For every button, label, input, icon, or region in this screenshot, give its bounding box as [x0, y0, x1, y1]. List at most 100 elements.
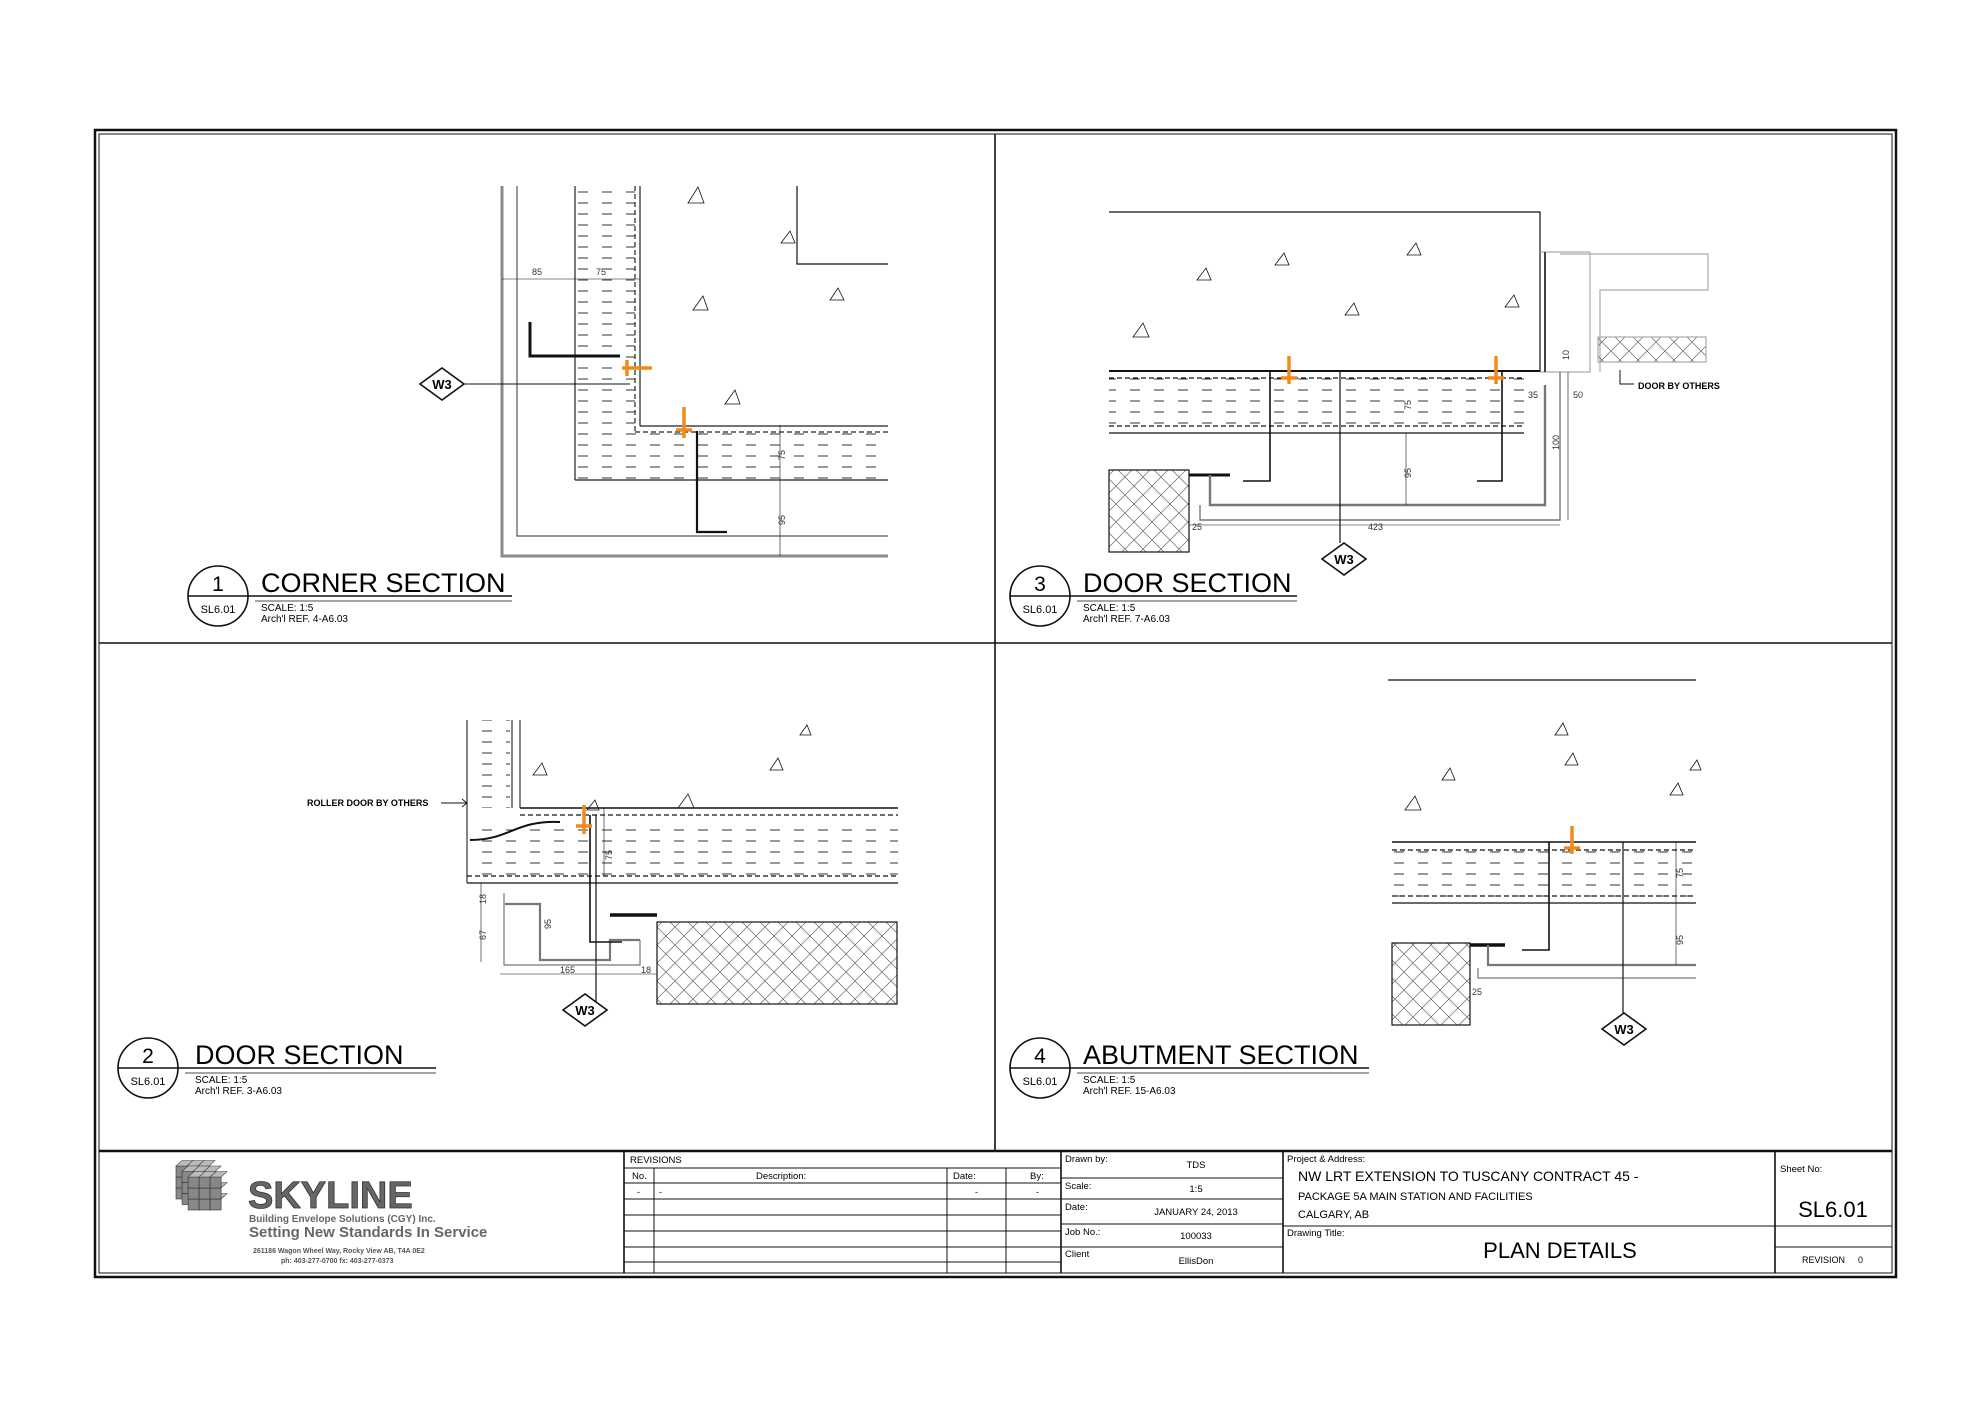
- date-label: Date:: [1065, 1202, 1088, 1213]
- revision-value: 0: [1858, 1255, 1863, 1265]
- scale-label: Scale:: [1065, 1181, 1091, 1192]
- detail-3-sheet-ref: SL6.01: [1023, 604, 1058, 616]
- drawing-title-label: Drawing Title:: [1287, 1228, 1345, 1239]
- revisions-row1-date: -: [975, 1187, 978, 1197]
- logo-cube-front: [187, 1187, 200, 1200]
- logo-cube-front: [209, 1176, 222, 1189]
- detail-1-dim-c: 75: [777, 450, 787, 460]
- revisions-row1-desc: -: [659, 1187, 662, 1197]
- detail-2-arch-ref: Arch'l REF. 3-A6.03: [195, 1086, 282, 1097]
- date-value: JANUARY 24, 2013: [1154, 1207, 1238, 1218]
- detail-2-tag-label: W3: [575, 1003, 595, 1018]
- detail-2-note: ROLLER DOOR BY OTHERS: [307, 798, 428, 808]
- detail-3-tag-label: W3: [1334, 552, 1354, 567]
- company-address: 261186 Wagon Wheel Way, Rocky View AB, T…: [253, 1248, 425, 1255]
- detail-1-drawing: [463, 186, 888, 558]
- detail-2-dim-a: 75: [604, 850, 614, 860]
- project-line-1: NW LRT EXTENSION TO TUSCANY CONTRACT 45 …: [1298, 1168, 1639, 1184]
- revisions-col-no: No.: [632, 1171, 647, 1182]
- detail-3-dim-b: 35: [1528, 390, 1538, 400]
- revisions-row1-by: -: [1036, 1187, 1039, 1197]
- logo-cube-front: [209, 1187, 222, 1200]
- client-label: Client: [1065, 1249, 1090, 1260]
- detail-1-tag: W3: [418, 367, 466, 401]
- revisions-col-date: Date:: [953, 1171, 976, 1182]
- revisions-heading: REVISIONS: [630, 1155, 682, 1166]
- detail-2-number: 2: [142, 1045, 154, 1068]
- detail-1-dim-d: 95: [777, 515, 787, 525]
- detail-3-dim-g: 25: [1192, 522, 1202, 532]
- detail-3-dim-e: 75: [1403, 400, 1413, 410]
- detail-1-title: CORNER SECTION: [261, 568, 506, 598]
- detail-4-tag: W3: [1600, 1012, 1648, 1046]
- detail-2-scale: SCALE: 1:5: [195, 1075, 248, 1086]
- project-label: Project & Address:: [1287, 1154, 1365, 1165]
- detail-1-dim-b: 75: [596, 267, 606, 277]
- client-value: EllisDon: [1179, 1256, 1214, 1267]
- detail-1-arch-ref: Arch'l REF. 4-A6.03: [261, 614, 348, 625]
- detail-1-dim-a: 85: [532, 267, 542, 277]
- company-name: SKYLINE: [248, 1175, 413, 1217]
- detail-3-number: 3: [1034, 573, 1046, 596]
- detail-3-dim-d: 100: [1551, 435, 1561, 450]
- detail-4-callout: 4 SL6.01 ABUTMENT SECTION SCALE: 1:5 Arc…: [1009, 1037, 1369, 1099]
- detail-1-scale: SCALE: 1:5: [261, 603, 314, 614]
- detail-1-callout: 1 SL6.01 CORNER SECTION SCALE: 1:5 Arch'…: [187, 565, 512, 627]
- detail-4-dim-a: 75: [1675, 868, 1685, 878]
- detail-4-number: 4: [1034, 1045, 1046, 1068]
- detail-2-dim-e: 165: [560, 965, 575, 975]
- revisions-col-desc: Description:: [756, 1171, 806, 1182]
- detail-3-callout: 3 SL6.01 DOOR SECTION SCALE: 1:5 Arch'l …: [1009, 565, 1297, 627]
- revision-label: REVISION: [1802, 1255, 1845, 1265]
- detail-2-callout: 2 SL6.01 DOOR SECTION SCALE: 1:5 Arch'l …: [117, 1037, 436, 1099]
- detail-3-note: DOOR BY OTHERS: [1638, 381, 1720, 391]
- detail-4-sheet-ref: SL6.01: [1023, 1076, 1058, 1088]
- detail-3-dim-a: 10: [1561, 350, 1571, 360]
- revisions-col-by: By:: [1030, 1171, 1044, 1182]
- title-block-grid: [623, 1151, 1892, 1273]
- sheet-number: SL6.01: [1798, 1197, 1868, 1222]
- detail-4-dim-b: 95: [1675, 935, 1685, 945]
- detail-2-title: DOOR SECTION: [195, 1040, 404, 1070]
- drawing-title: PLAN DETAILS: [1483, 1238, 1637, 1263]
- sheet-border: [93, 128, 1898, 1279]
- job-value: 100033: [1180, 1231, 1212, 1242]
- detail-4-arch-ref: Arch'l REF. 15-A6.03: [1083, 1086, 1176, 1097]
- detail-4-title: ABUTMENT SECTION: [1083, 1040, 1359, 1070]
- logo-cube-front: [198, 1198, 211, 1211]
- revisions-row1-no: -: [637, 1187, 640, 1197]
- detail-3-drawing: [1108, 211, 1709, 553]
- detail-1-number: 1: [212, 573, 224, 596]
- drawn-by-label: Drawn by:: [1065, 1154, 1108, 1165]
- detail-1-sheet-ref: SL6.01: [201, 604, 236, 616]
- job-label: Job No.:: [1065, 1227, 1100, 1238]
- company-phone: ph: 403-277-0700 fx: 403-277-0373: [281, 1258, 394, 1265]
- detail-2-drawing: [441, 720, 898, 1005]
- detail-4-tag-label: W3: [1614, 1022, 1634, 1037]
- detail-1-tag-label: W3: [432, 377, 452, 392]
- detail-3-scale: SCALE: 1:5: [1083, 603, 1136, 614]
- logo-cube-front: [209, 1198, 222, 1211]
- company-logo-icon: [175, 1160, 228, 1211]
- detail-3-title: DOOR SECTION: [1083, 568, 1292, 598]
- detail-4-dim-c: 25: [1472, 987, 1482, 997]
- detail-3-dim-f: 95: [1403, 468, 1413, 478]
- detail-2-dim-b: 18: [478, 894, 488, 904]
- company-slogan: Setting New Standards In Service: [249, 1224, 487, 1241]
- logo-cube-top: [209, 1171, 228, 1178]
- detail-2-tag: W3: [561, 993, 609, 1027]
- project-line-2: PACKAGE 5A MAIN STATION AND FACILITIES: [1298, 1191, 1533, 1203]
- project-line-3: CALGARY, AB: [1298, 1209, 1369, 1221]
- detail-2-dim-d: 67: [478, 930, 488, 940]
- detail-2-dim-c: 95: [543, 919, 553, 929]
- detail-3-dim-h: 423: [1368, 522, 1383, 532]
- logo-cube-front: [187, 1176, 200, 1189]
- logo-cube-front: [198, 1187, 211, 1200]
- logo-cube-front: [198, 1176, 211, 1189]
- detail-2-sheet-ref: SL6.01: [131, 1076, 166, 1088]
- logo-cube-front: [187, 1198, 200, 1211]
- detail-2-dim-f: 18: [641, 965, 651, 975]
- detail-4-drawing: [1388, 679, 1702, 1026]
- drawn-by-value: TDS: [1187, 1160, 1206, 1171]
